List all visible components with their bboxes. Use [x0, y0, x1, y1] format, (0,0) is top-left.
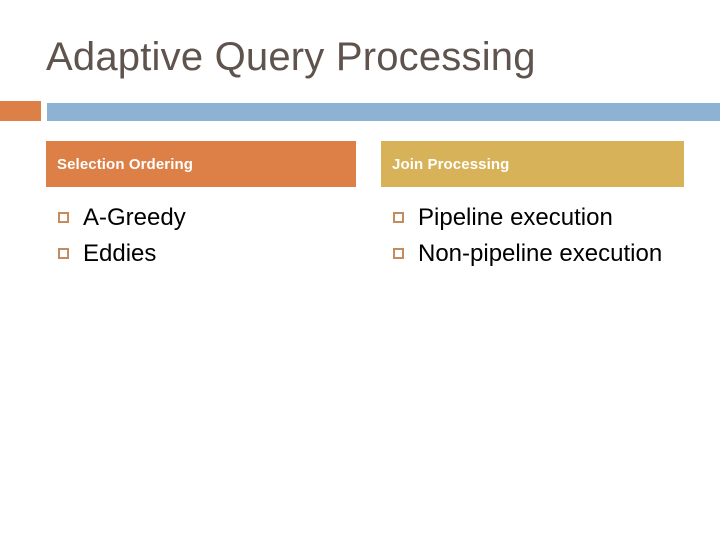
list-item-label: Non-pipeline execution: [418, 240, 663, 267]
square-bullet-icon: [58, 248, 69, 259]
list-item: Eddies: [46, 237, 356, 271]
column-header-label: Join Processing: [392, 155, 510, 173]
title-rule-bar: [47, 103, 720, 121]
title-rule-accent-block: [0, 101, 41, 121]
list-item-label: Eddies: [83, 240, 157, 267]
list-item-label: A-Greedy: [83, 204, 186, 231]
square-bullet-icon: [58, 212, 69, 223]
content-column-right: Join Processing Pipeline execution Non-p…: [381, 141, 684, 273]
list-item: Pipeline execution: [381, 201, 684, 235]
list-item: Non-pipeline execution: [381, 237, 684, 271]
column-header-selection-ordering: Selection Ordering: [46, 141, 356, 187]
list-item: A-Greedy: [46, 201, 356, 235]
column-header-join-processing: Join Processing: [381, 141, 684, 187]
list-item-label: Pipeline execution: [418, 204, 613, 231]
page-title: Adaptive Query Processing: [46, 35, 536, 79]
square-bullet-icon: [393, 212, 404, 223]
content-column-left: Selection Ordering A-Greedy Eddies: [46, 141, 356, 273]
column-header-label: Selection Ordering: [57, 155, 193, 173]
bullet-list-left: A-Greedy Eddies: [46, 187, 356, 271]
bullet-list-right: Pipeline execution Non-pipeline executio…: [381, 187, 684, 271]
square-bullet-icon: [393, 248, 404, 259]
